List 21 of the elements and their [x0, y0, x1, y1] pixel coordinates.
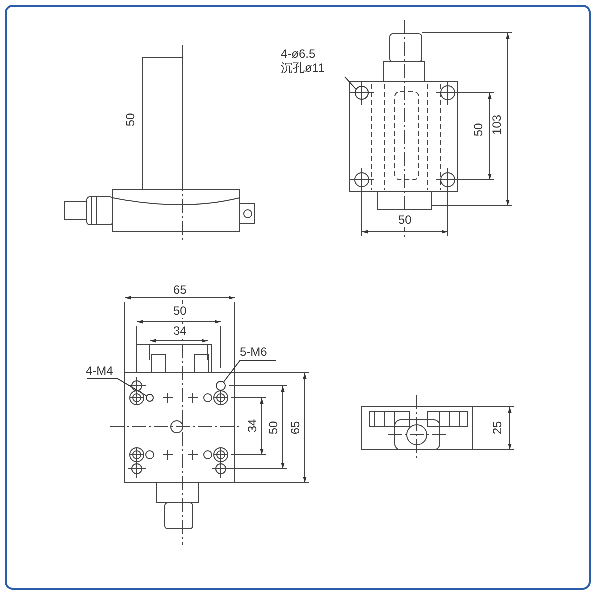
callout-label: 4-M4 [86, 364, 114, 378]
mounting-hole [146, 394, 154, 402]
callout-label: 5-M6 [240, 345, 268, 359]
mounting-hole [355, 86, 369, 100]
dimension-label: 103 [490, 114, 504, 136]
leader-line [344, 76, 357, 90]
dimension-label: 65 [288, 420, 302, 436]
leader-line [224, 360, 276, 382]
callout-label: 沉孔ø11 [281, 61, 326, 75]
dimension-label: 65 [172, 283, 188, 297]
mounting-hole [216, 381, 226, 391]
dimension-label: 34 [245, 418, 260, 434]
dimension-label: 50 [471, 122, 486, 138]
dimension-label: 50 [123, 112, 138, 128]
dimension-label: 50 [172, 304, 188, 318]
leader-line [88, 378, 148, 396]
dimension-label: 50 [398, 213, 413, 227]
dimension-label: 34 [172, 324, 188, 338]
dimension-label: 25 [490, 420, 504, 436]
callout-label: 4-ø6.5 [281, 47, 317, 61]
dimension-label: 50 [266, 420, 280, 436]
